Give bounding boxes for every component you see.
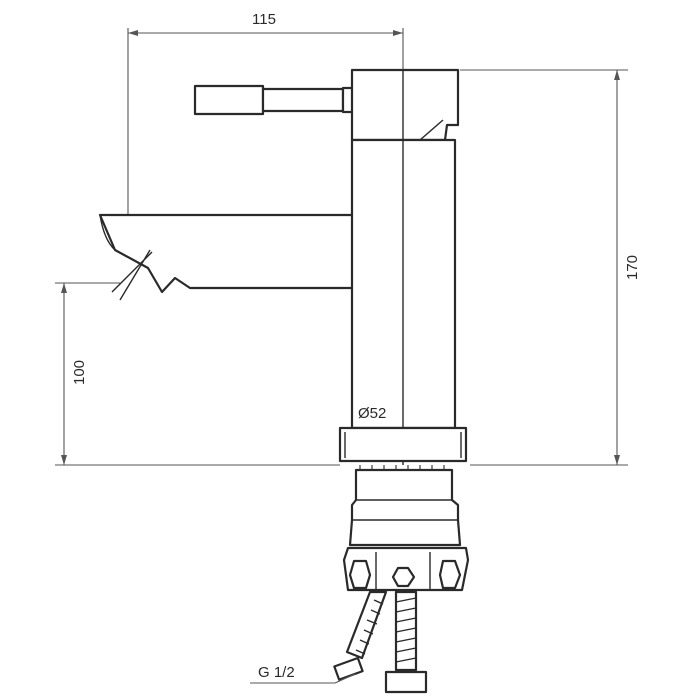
supply-hose-right <box>384 590 428 694</box>
cartridge-housing <box>350 68 460 142</box>
supply-hose-left <box>333 590 388 681</box>
height-label: 170 <box>624 255 641 280</box>
base-flange <box>338 426 468 463</box>
thread-callout: G 1/2 <box>250 664 356 684</box>
hex-nut <box>342 546 470 592</box>
threaded-shank <box>348 465 462 547</box>
dimension-height: 170 <box>460 69 641 466</box>
diameter-label: Ø52 <box>358 405 386 422</box>
dimension-spout-height: 100 <box>55 282 340 466</box>
width-label: 115 <box>252 11 276 28</box>
thread-label: G 1/2 <box>258 664 295 681</box>
body-column: Ø52 <box>350 70 457 465</box>
lever-handle <box>193 84 356 116</box>
spout <box>98 213 363 301</box>
spout-height-label: 100 <box>71 360 88 385</box>
